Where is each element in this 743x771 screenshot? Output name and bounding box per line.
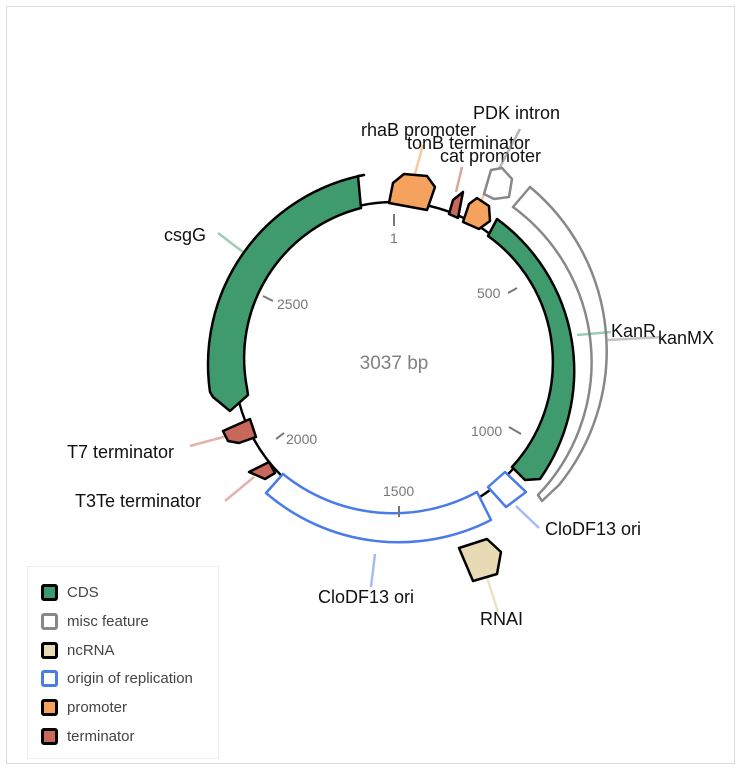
plasmid-map: 3037 bp csgG rhaB promoter tonB terminat… [67, 103, 714, 629]
svg-text:1: 1 [390, 230, 398, 246]
svg-text:2500: 2500 [277, 296, 308, 312]
feature-CloDF13-ori-bottom[interactable]: CloDF13 ori [264, 472, 493, 607]
feature-PDK-intron[interactable]: PDK intron [473, 103, 560, 201]
legend-label-cds: CDS [67, 583, 99, 601]
legend-label-misc-feature: misc feature [67, 612, 149, 630]
feature-T7-terminator[interactable]: T7 terminator [67, 417, 258, 462]
feature-label-cat-promoter: cat promoter [440, 146, 541, 166]
feature-label-RNAI: RNAI [480, 609, 523, 629]
tick-1: 1 [390, 214, 398, 246]
legend-swatch-promoter [41, 698, 58, 716]
legend-swatch-cds [41, 583, 58, 601]
legend-item-cds: CDS [41, 581, 99, 603]
legend-label-ncrna: ncRNA [67, 641, 115, 659]
legend-item-misc-feature: misc feature [41, 610, 149, 632]
legend-label-origin-of-replication: origin of replication [67, 669, 193, 687]
legend-item-terminator: terminator [41, 725, 135, 747]
legend-item-promoter: promoter [41, 696, 127, 718]
feature-label-CloDF13-ori-right: CloDF13 ori [545, 519, 641, 539]
feature-csgG[interactable]: csgG [164, 173, 366, 413]
feature-rhaB-promoter[interactable]: rhaB promoter [361, 120, 476, 212]
feature-label-rhaB-promoter: rhaB promoter [361, 120, 476, 140]
feature-tonB-terminator[interactable]: tonB terminator [407, 133, 530, 220]
svg-text:1000: 1000 [471, 423, 502, 439]
feature-KanR[interactable]: KanR [486, 217, 656, 482]
sequence-length-label: 3037 bp [360, 353, 429, 374]
feature-label-CloDF13-ori-bottom: CloDF13 ori [318, 587, 414, 607]
legend-swatch-terminator [41, 727, 58, 745]
feature-CloDF13-ori-right[interactable]: CloDF13 ori [486, 470, 641, 539]
legend-swatch-ncrna [41, 641, 58, 659]
legend-swatch-misc-feature [41, 612, 58, 630]
feature-label-T3Te-terminator: T3Te terminator [75, 491, 201, 511]
tick-1000: 1000 [471, 423, 522, 439]
legend: CDS misc feature ncRNA origin of replica… [27, 566, 219, 759]
feature-label-KanR: KanR [611, 321, 656, 341]
plasmid-map-frame: 3037 bp csgG rhaB promoter tonB terminat… [6, 6, 735, 764]
feature-label-T7-terminator: T7 terminator [67, 442, 174, 462]
legend-swatch-origin-of-replication [41, 669, 58, 687]
feature-label-csgG: csgG [164, 225, 206, 245]
svg-text:2000: 2000 [286, 431, 317, 447]
feature-T3Te-terminator[interactable]: T3Te terminator [75, 460, 277, 511]
feature-RNAI[interactable]: RNAI [457, 537, 523, 629]
legend-label-promoter: promoter [67, 698, 128, 716]
tick-1500: 1500 [383, 483, 414, 517]
svg-text:500: 500 [477, 285, 501, 301]
legend-label-terminator: terminator [67, 727, 135, 745]
tick-2500: 2500 [262, 295, 308, 312]
legend-item-ncrna: ncRNA [41, 639, 115, 661]
svg-text:1500: 1500 [383, 483, 414, 499]
tick-2000: 2000 [275, 431, 317, 447]
feature-label-PDK-intron: PDK intron [473, 103, 560, 123]
feature-label-kanMX: kanMX [658, 328, 714, 348]
legend-item-origin-of-replication: origin of replication [41, 667, 193, 689]
feature-kanMX[interactable]: kanMX [511, 185, 714, 503]
feature-label-tonB-terminator: tonB terminator [407, 133, 530, 153]
tick-500: 500 [477, 285, 518, 301]
